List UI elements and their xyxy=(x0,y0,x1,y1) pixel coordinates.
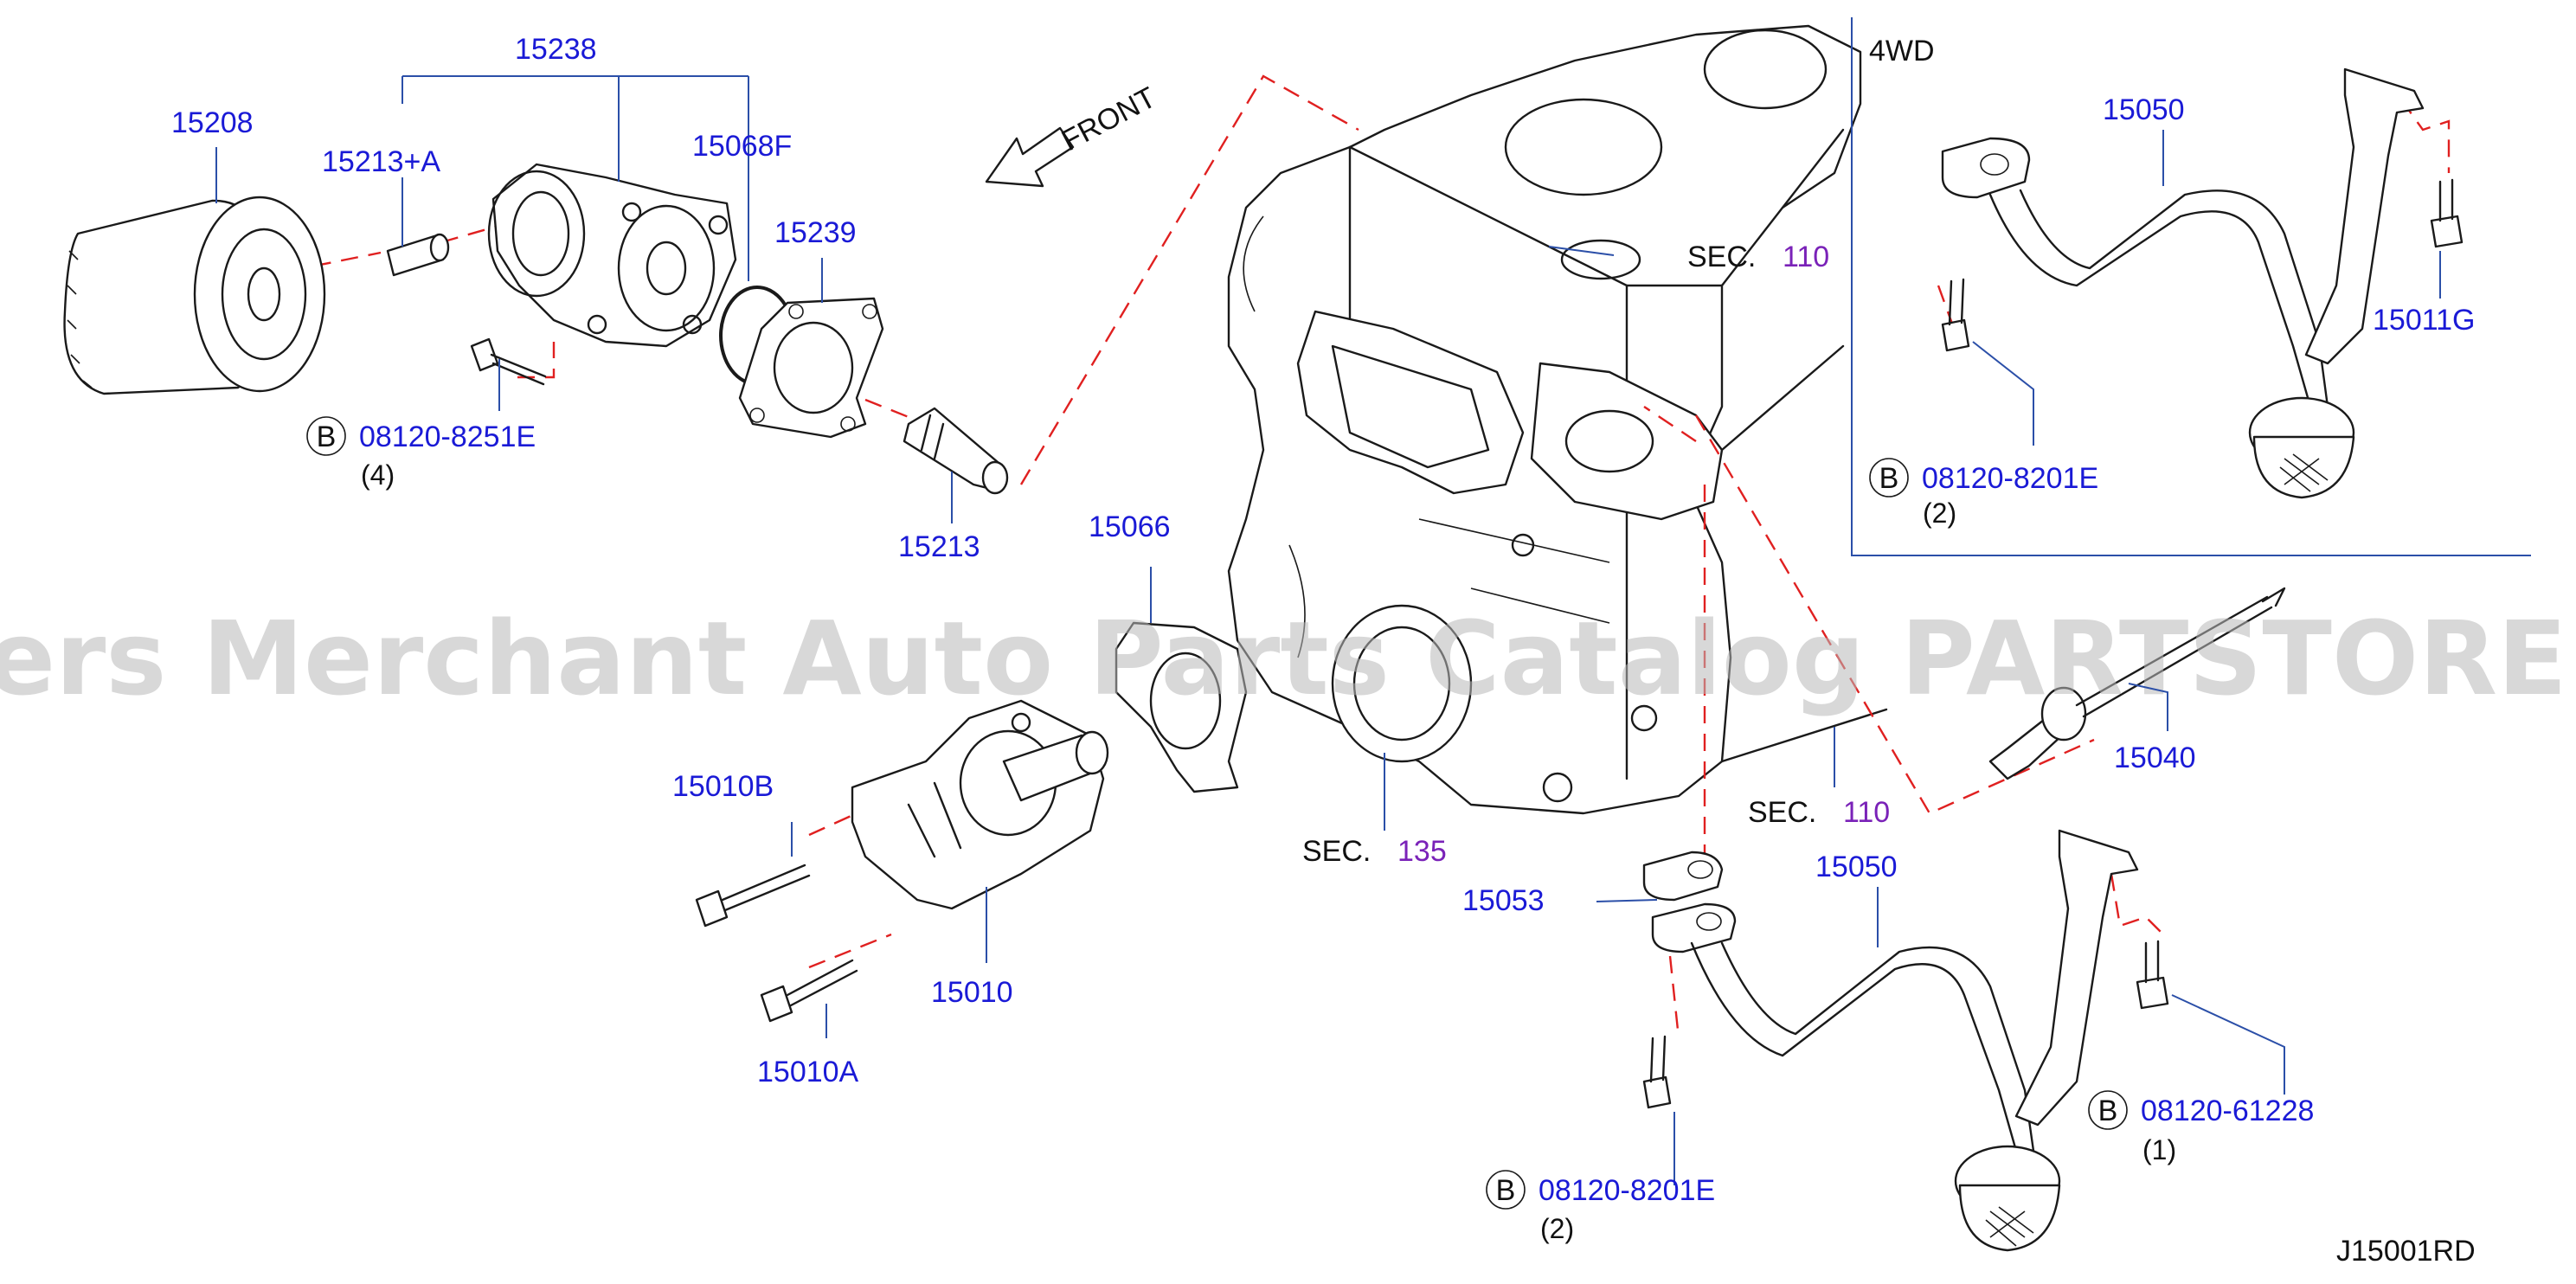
inset-label: 4WD xyxy=(1869,35,1935,67)
dipstick-illustration xyxy=(1988,587,2286,780)
section-ref-number[interactable]: 110 xyxy=(1783,241,1829,273)
diagram-id: J15001RD xyxy=(2336,1235,2476,1268)
bolt-label-0[interactable]: 08120-8251E xyxy=(359,421,536,453)
part-label-15010b[interactable]: 15010B xyxy=(672,770,774,803)
bolt-qty-3: (1) xyxy=(2142,1134,2176,1165)
part-label-15010[interactable]: 15010 xyxy=(931,976,1013,1009)
part-label-15010a[interactable]: 15010A xyxy=(757,1056,859,1088)
bolt-qty-0: (4) xyxy=(361,459,395,491)
gasket-15066-illustration xyxy=(1115,621,1248,793)
part-label-15053[interactable]: 15053 xyxy=(1462,884,1545,917)
leader-lines xyxy=(215,75,2441,1185)
watermark-text: Offers Merchant Auto Parts Catalog PARTS… xyxy=(0,599,2576,718)
oil-filter-bracket-illustration xyxy=(386,163,737,386)
part-label-15238[interactable]: 15238 xyxy=(515,33,597,66)
part-label-15066[interactable]: 15066 xyxy=(1089,510,1171,543)
section-ref-prefix: SEC. xyxy=(1302,835,1371,868)
part-label-15213[interactable]: 15213 xyxy=(898,530,980,563)
bolt-symbol-b: B xyxy=(1496,1174,1516,1207)
bolt-qty-1: (2) xyxy=(1540,1213,1574,1244)
oil-filter-illustration xyxy=(63,196,326,395)
front-direction-arrow: FRONT xyxy=(985,81,1161,188)
part-label-15208[interactable]: 15208 xyxy=(171,106,254,139)
engine-block-illustration xyxy=(1227,24,1888,815)
part-label-15213a[interactable]: 15213+A xyxy=(322,145,440,178)
bolt-label-1[interactable]: 08120-8201E xyxy=(1539,1174,1715,1207)
section-ref-prefix: SEC. xyxy=(1748,796,1816,829)
bolt-symbol-b: B xyxy=(1879,462,1899,495)
part-label-15040[interactable]: 15040 xyxy=(2114,742,2196,774)
strainer-illustration xyxy=(1642,829,2169,1252)
part-label-15239[interactable]: 15239 xyxy=(774,216,857,249)
bolt-symbol-circle xyxy=(306,416,346,456)
front-label: FRONT xyxy=(1057,81,1161,158)
bolt-symbol-circle xyxy=(1869,458,1909,498)
part-label-15011g[interactable]: 15011G xyxy=(2373,304,2475,337)
section-ref-number[interactable]: 135 xyxy=(1397,835,1447,868)
part-labels: 15238 15208 15213+A 15068F 15239 15213 1… xyxy=(171,33,2475,1088)
bolt-symbol-b: B xyxy=(317,421,337,453)
bolt-symbol-b: B xyxy=(2098,1095,2118,1127)
bolt-symbol-circle xyxy=(1486,1170,1526,1210)
part-label-15050-4wd[interactable]: 15050 xyxy=(2103,93,2185,126)
bolt-qty-2: (2) xyxy=(1923,498,1956,529)
bolt-callouts: B 08120-8251E (4) B 08120-8201E (2) B 08… xyxy=(306,416,2314,1244)
inset-4wd xyxy=(1851,17,2531,556)
oil-pump-illustration xyxy=(695,699,1109,1023)
sensor-15213-illustration xyxy=(903,407,1009,495)
part-label-15050[interactable]: 15050 xyxy=(1815,851,1898,883)
section-ref-prefix: SEC. xyxy=(1687,241,1756,273)
gasket-15239-illustration xyxy=(738,297,884,439)
bolt-label-2[interactable]: 08120-8201E xyxy=(1922,462,2098,495)
part-label-15068f[interactable]: 15068F xyxy=(692,130,792,163)
section-references: SEC. 110 SEC. 110 SEC. 135 xyxy=(1302,241,1890,868)
bolt-label-3[interactable]: 08120-61228 xyxy=(2141,1095,2314,1127)
section-ref-number[interactable]: 110 xyxy=(1843,796,1890,829)
bolt-symbol-circle xyxy=(2088,1090,2128,1130)
